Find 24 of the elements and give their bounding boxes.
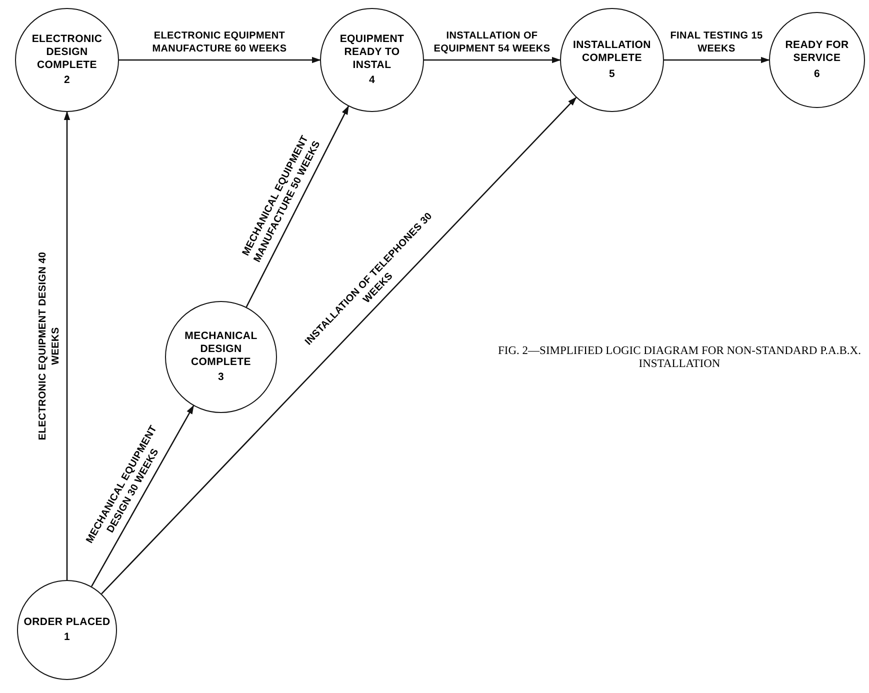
event-label: MECHANICAL DESIGN COMPLETE: [184, 330, 258, 370]
figure-caption: FIG. 2—SIMPLIFIED LOGIC DIAGRAM FOR NON-STANDARD P.A.B.X. INSTALLATION: [497, 345, 862, 372]
event-number: 6: [814, 68, 820, 81]
event-label: READY FOR SERVICE: [784, 39, 850, 66]
event-number: 2: [64, 74, 70, 88]
arrow: [64, 111, 70, 580]
event-number: 1: [64, 631, 70, 644]
edge-label: INSTALLATION OF EQUIPMENT 54 WEEKS: [434, 30, 550, 54]
arrow: [664, 56, 770, 64]
arrow: [91, 405, 194, 587]
edge-label: ELECTRONIC EQUIPMENT DESIGN 40 WEEKS: [38, 252, 61, 440]
event-number: 5: [608, 68, 616, 81]
edge-label: FINAL TESTING 15 WEEKS: [670, 30, 763, 54]
arrow: [119, 56, 321, 64]
arrow: [101, 96, 577, 594]
arrow: [424, 56, 561, 64]
event-label: ORDER PLACED: [22, 616, 112, 629]
event-label: ELECTRONIC DESIGN COMPLETE: [30, 32, 104, 72]
event-label: EQUIPMENT READY TO INSTAL: [338, 32, 406, 72]
event-number: 4: [368, 74, 376, 88]
event-number: 3: [218, 371, 224, 384]
edge-label: ELECTRONIC EQUIPMENT MANUFACTURE 60 WEEKS: [152, 30, 287, 54]
arrow: [246, 106, 350, 308]
event-label: INSTALLATION COMPLETE: [572, 39, 652, 66]
